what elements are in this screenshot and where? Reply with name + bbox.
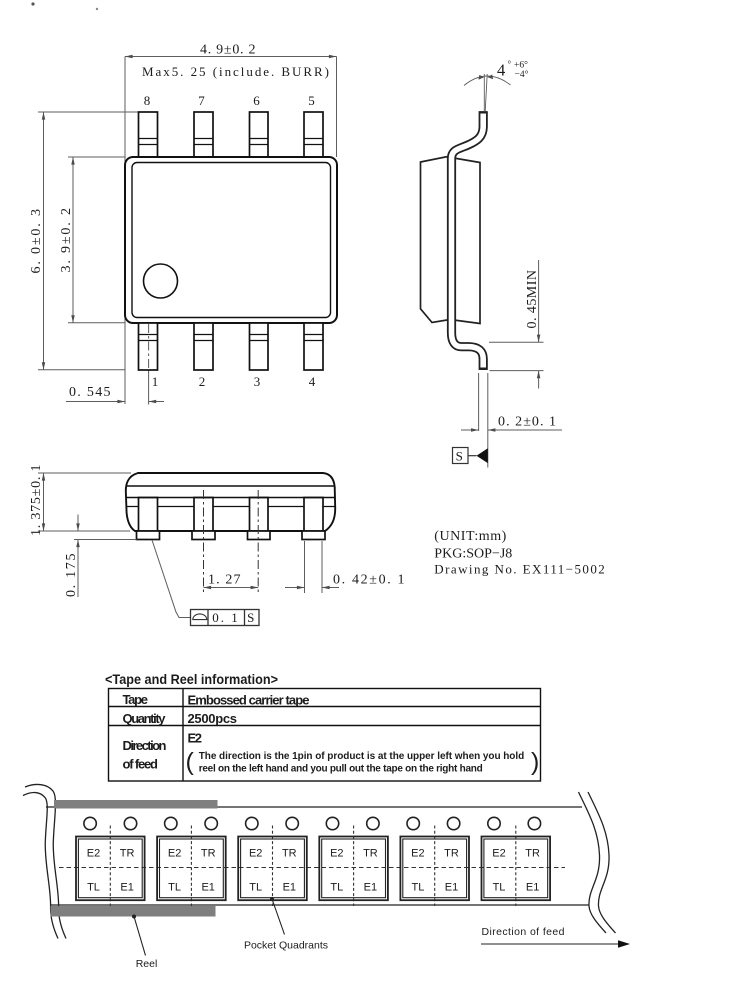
svg-text:8: 8: [144, 93, 153, 108]
svg-text:E2: E2: [168, 848, 181, 860]
svg-text:E2: E2: [87, 848, 100, 860]
svg-text:2: 2: [199, 374, 208, 389]
svg-text:Reel: Reel: [136, 958, 158, 970]
svg-text:1. 375±0. 1: 1. 375±0. 1: [29, 462, 44, 536]
svg-text:Max5. 25 (include. BURR): Max5. 25 (include. BURR): [142, 64, 331, 79]
svg-text:(UNIT:mm): (UNIT:mm): [434, 529, 509, 544]
svg-text:E2: E2: [411, 848, 424, 860]
svg-text:Drawing No. EX111−5002: Drawing No. EX111−5002: [434, 562, 607, 577]
svg-text:reel on the left hand and you: reel on the left hand and you pull out t…: [199, 764, 483, 775]
svg-text:Embossed carrier tape: Embossed carrier tape: [188, 693, 310, 708]
svg-text:TR: TR: [282, 848, 297, 860]
svg-text:E2: E2: [492, 848, 505, 860]
svg-text:E1: E1: [364, 882, 377, 894]
svg-text:3. 9±0. 2: 3. 9±0. 2: [59, 206, 74, 273]
svg-text:S: S: [247, 610, 256, 625]
svg-text:TL: TL: [411, 882, 424, 894]
svg-text:TR: TR: [120, 848, 135, 860]
svg-text:S: S: [456, 449, 465, 464]
svg-text:6: 6: [253, 93, 262, 108]
svg-text:TR: TR: [525, 848, 540, 860]
svg-text:E2: E2: [330, 848, 343, 860]
svg-text:E2: E2: [188, 731, 203, 746]
svg-text:TR: TR: [444, 848, 459, 860]
svg-text:Direction: Direction: [123, 738, 167, 753]
svg-text:0. 45MIN: 0. 45MIN: [525, 268, 540, 329]
svg-text:E1: E1: [201, 882, 214, 894]
svg-text:E1: E1: [445, 882, 458, 894]
svg-text:TL: TL: [493, 882, 506, 894]
svg-text:TL: TL: [87, 882, 100, 894]
svg-text:6. 0±0. 3: 6. 0±0. 3: [29, 207, 44, 274]
svg-text:0. 42±0. 1: 0. 42±0. 1: [333, 573, 407, 588]
svg-text:Direction of feed: Direction of feed: [482, 926, 565, 938]
svg-text:4. 9±0. 2: 4. 9±0. 2: [200, 43, 258, 58]
svg-text:°: °: [508, 59, 512, 69]
svg-text:4: 4: [309, 374, 318, 389]
svg-text:1. 27: 1. 27: [208, 573, 243, 588]
svg-text:TR: TR: [201, 848, 216, 860]
svg-text:3: 3: [254, 374, 263, 389]
svg-text:TL: TL: [330, 882, 343, 894]
svg-text:7: 7: [198, 93, 207, 108]
svg-text:5: 5: [308, 93, 317, 108]
svg-text:0. 1: 0. 1: [212, 610, 240, 625]
svg-text:Pocket Quadrants: Pocket Quadrants: [244, 940, 328, 952]
svg-text:): ): [531, 748, 539, 776]
svg-text:+6°: +6°: [514, 60, 528, 71]
svg-text:E1: E1: [526, 882, 539, 894]
svg-text:The direction is the 1pin of p: The direction is the 1pin of product is …: [199, 751, 525, 762]
svg-text:PKG:SOP−J8: PKG:SOP−J8: [434, 547, 515, 562]
svg-text:−4°: −4°: [515, 69, 529, 80]
svg-text:0. 175: 0. 175: [64, 551, 79, 597]
svg-text:<Tape and Reel information>: <Tape and Reel information>: [105, 672, 278, 687]
svg-text:E1: E1: [283, 882, 296, 894]
svg-text:(: (: [186, 748, 195, 776]
svg-text:Tape: Tape: [123, 692, 149, 707]
svg-text:TL: TL: [168, 882, 181, 894]
svg-text:4: 4: [497, 61, 505, 80]
svg-text:TL: TL: [249, 882, 262, 894]
svg-text:E1: E1: [120, 882, 133, 894]
svg-text:Quantity: Quantity: [123, 711, 167, 726]
svg-text:TR: TR: [363, 848, 378, 860]
svg-text:E2: E2: [249, 848, 262, 860]
svg-text:of feed: of feed: [123, 757, 159, 772]
svg-text:1: 1: [152, 374, 161, 389]
svg-text:2500pcs: 2500pcs: [188, 711, 238, 726]
svg-text:0. 2±0. 1: 0. 2±0. 1: [498, 415, 559, 430]
svg-text:0. 545: 0. 545: [69, 385, 113, 400]
